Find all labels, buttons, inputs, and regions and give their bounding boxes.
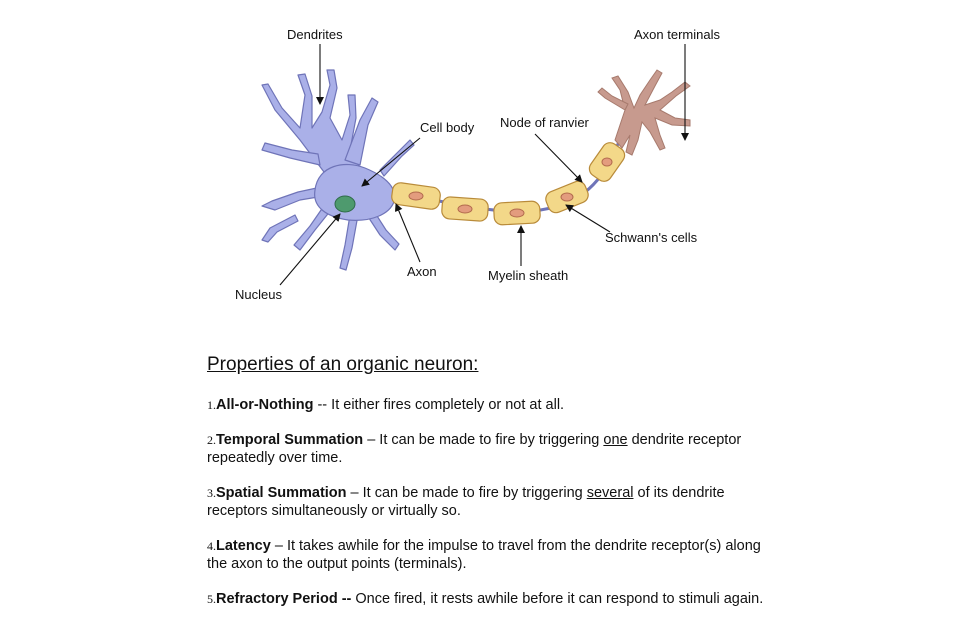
item-term: Spatial Summation	[216, 485, 347, 501]
item-text: It can be made to fire by triggering	[379, 432, 604, 448]
item-number: 4.	[207, 539, 216, 553]
label-axon: Axon	[407, 264, 437, 279]
label-dendrites: Dendrites	[287, 27, 343, 42]
item-text-cont: dendrite receptor repeatedly over time.	[207, 432, 742, 466]
item-emphasis: one	[603, 432, 628, 448]
item-separator: –	[270, 538, 287, 554]
property-item: 3.Spatial Summation – It can be made to …	[207, 484, 767, 520]
property-item: 4.Latency – It takes awhile for the impu…	[207, 537, 767, 573]
item-text: Once fired, it rests awhile before it ca…	[355, 591, 764, 607]
axon-terminals	[597, 69, 691, 156]
item-term: All-or-Nothing	[216, 397, 314, 413]
label-cell-body: Cell body	[420, 120, 475, 135]
label-node-of-ranvier: Node of ranvier	[500, 115, 590, 130]
item-term: Latency	[216, 538, 271, 554]
item-text: It takes awhile for the impulse to trave…	[207, 538, 761, 572]
neuron-diagram: Dendrites Axon terminals Cell body Node …	[235, 27, 720, 302]
property-item: 5.Refractory Period -- Once fired, it re…	[207, 590, 767, 608]
item-separator: –	[346, 485, 363, 501]
item-number: 3.	[207, 486, 216, 500]
properties-title: Properties of an organic neuron:	[207, 354, 479, 375]
label-myelin-sheath: Myelin sheath	[488, 268, 568, 283]
myelin-sheath	[391, 142, 626, 226]
item-separator: --	[313, 397, 332, 413]
leader-arrows	[279, 44, 689, 286]
item-number: 2.	[207, 433, 216, 447]
nucleus	[334, 195, 356, 213]
properties-section: Properties of an organic neuron: 1.All-o…	[207, 354, 767, 625]
item-text-cont: of its dendrite receptors simultaneously…	[207, 485, 725, 519]
label-nucleus: Nucleus	[235, 287, 282, 302]
item-number: 1.	[207, 398, 216, 412]
schwann-cell-nuclei	[408, 157, 613, 218]
item-number: 5.	[207, 592, 216, 606]
dendrites	[261, 69, 415, 271]
label-axon-terminals: Axon terminals	[634, 27, 720, 42]
label-schwanns-cells: Schwann's cells	[605, 230, 698, 245]
item-separator: –	[363, 432, 380, 448]
property-item: 2.Temporal Summation – It can be made to…	[207, 431, 767, 467]
item-text: It can be made to fire by triggering	[362, 485, 587, 501]
item-text: It either fires completely or not at all…	[331, 397, 565, 413]
item-emphasis: several	[586, 485, 634, 501]
property-item: 1.All-or-Nothing -- It either fires comp…	[207, 396, 767, 414]
item-term: Temporal Summation	[216, 432, 364, 448]
item-term: Refractory Period --	[216, 591, 352, 607]
